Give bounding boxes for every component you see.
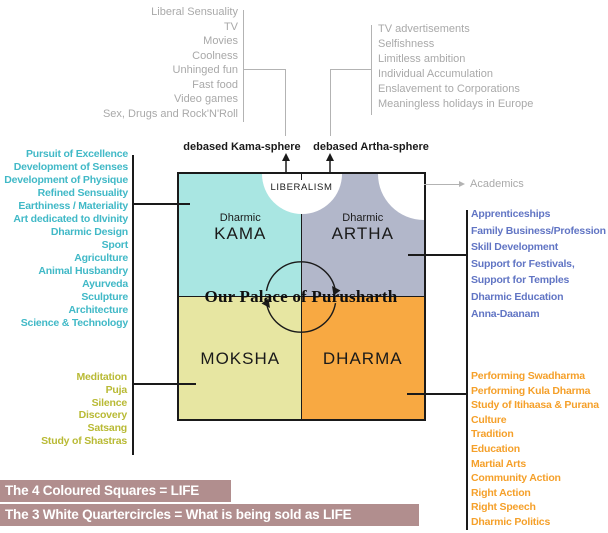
dharma-activity-item: Culture: [471, 413, 507, 426]
kama-connector-line: [132, 203, 190, 205]
dharma-activity-item: Martial Arts: [471, 457, 526, 470]
influence-item: Enslavement to Corporations: [378, 83, 520, 95]
dharma-quadrant-label: DHARMA: [302, 350, 425, 368]
moksha-connector-line: [132, 383, 196, 385]
dharma-connector-line: [407, 393, 467, 395]
liberalism-label: LIBERALISM: [270, 182, 333, 193]
influence-item: Fast food: [192, 78, 238, 91]
dharma-activity-item: Right Speech: [471, 501, 536, 514]
influence-item: Limitless ambition: [378, 53, 466, 65]
quadrant-prefix: Dharmic: [219, 212, 261, 224]
dharma-activity-item: Dharmic Politics: [471, 515, 551, 528]
connector-line: [330, 69, 331, 136]
influence-item: Movies: [203, 35, 238, 47]
influence-item: Unhinged fun: [172, 64, 238, 76]
quadrant-prefix: Dharmic: [342, 212, 384, 224]
debased-artha-sphere-label: debased Artha-sphere: [313, 141, 429, 153]
kama-activity-item: Sport: [101, 239, 129, 251]
kama-activity-item: Dharmic Design: [50, 226, 128, 238]
artha-connector-line: [408, 254, 467, 256]
influence-item: Sex, Drugs and Rock'N'Roll: [102, 107, 238, 120]
artha-activity-item: Family Business/Profession: [471, 224, 606, 237]
quadrant-name: MOKSHA: [200, 349, 281, 368]
legend-squares: The 4 Coloured Squares = LIFE: [0, 480, 231, 502]
artha-quadrant-label: Dharmic ARTHA: [302, 211, 425, 243]
influence-item: Video games: [173, 93, 238, 105]
artha-activity-item: Support for Temples: [471, 274, 570, 287]
kama-activity-item: Animal Husbandry: [38, 265, 128, 277]
kama-activity-item: Development of Physique: [4, 174, 128, 186]
moksha-activity-item: Satsang: [87, 422, 128, 435]
connector-line: [243, 69, 286, 70]
kama-activity-item: Sculpture: [81, 291, 128, 303]
moksha-activity-item: Study of Shastras: [41, 434, 127, 447]
legend-quartercircles: The 3 White Quartercircles = What is bei…: [0, 504, 419, 526]
dharma-activity-item: Performing Kula Dharma: [471, 384, 591, 397]
kama-activity-item: Earthiness / Materiality: [18, 200, 128, 212]
influence-item: TV advertisements: [378, 23, 470, 35]
quadrant-name: KAMA: [214, 224, 267, 243]
connector-line: [243, 10, 244, 122]
artha-activity-item: Anna-Daanam: [471, 307, 540, 320]
kama-activity-item: Agriculture: [74, 252, 128, 264]
palace-square: LIBERALISM Dharmic KAMA Dharmic ARTHA MO…: [177, 172, 426, 421]
quadrant-divider: [300, 174, 303, 180]
dharma-activity-item: Right Action: [471, 486, 531, 499]
influence-item: TV: [223, 20, 238, 33]
kama-activity-item: Science & Technology: [20, 317, 128, 329]
influence-item: Selfishness: [378, 38, 435, 50]
right-connector-line: [466, 210, 468, 530]
kama-activity-item: Architecture: [68, 304, 129, 316]
moksha-quadrant-label: MOKSHA: [179, 350, 302, 368]
moksha-activity-item: Meditation: [76, 371, 128, 383]
kama-activity-item: Development of Senses: [13, 161, 128, 173]
influence-item: Coolness: [192, 49, 238, 62]
kama-quadrant-label: Dharmic KAMA: [179, 211, 302, 243]
influence-item: Liberal Sensuality: [151, 6, 238, 18]
artha-activity-item: Apprenticeships: [471, 208, 551, 220]
right-arrow-icon: [459, 181, 465, 187]
quadrant-dharma: [301, 296, 424, 419]
moksha-activity-item: Silence: [91, 396, 128, 409]
artha-activity-item: Support for Festivals,: [471, 257, 575, 270]
kama-activity-item: Art dedicated to dIvinity: [13, 213, 128, 225]
quadrant-grid: [179, 174, 424, 419]
kama-activity-item: Pursuit of Excellence: [25, 148, 128, 160]
up-arrow-icon: [282, 153, 290, 173]
kama-activity-item: Ayurveda: [82, 278, 128, 290]
academics-line: [413, 184, 460, 185]
connector-line: [330, 69, 372, 70]
up-arrow-icon: [326, 153, 334, 173]
quadrant-divider: [179, 295, 424, 298]
debased-kama-sphere-label: debased Kama-sphere: [183, 141, 301, 153]
moksha-activity-item: Puja: [105, 383, 128, 396]
quadrant-name: ARTHA: [331, 224, 394, 243]
dharma-activity-item: Study of Itihaasa & Purana: [471, 399, 599, 412]
moksha-activity-item: Discovery: [78, 409, 128, 422]
dharma-activity-item: Tradition: [471, 428, 514, 441]
influence-item: Meaningless holidays in Europe: [378, 98, 534, 110]
left-connector-line: [132, 155, 134, 455]
influence-item: Individual Accumulation: [378, 68, 493, 80]
kama-activity-item: Refined Sensuality: [37, 187, 129, 199]
quadrant-moksha: [179, 296, 302, 419]
dharma-activity-item: Community Action: [471, 472, 561, 485]
artha-activity-item: Dharmic Education: [471, 290, 564, 303]
dharma-activity-item: Education: [471, 442, 520, 455]
connector-line: [371, 25, 372, 115]
artha-activity-item: Skill Development: [471, 241, 559, 254]
dharma-activity-item: Performing Swadharma: [471, 370, 585, 382]
palace-title: Our Palace of Purusharth: [204, 287, 398, 306]
connector-line: [285, 69, 286, 136]
academics-label: Academics: [470, 178, 524, 190]
quadrant-name: DHARMA: [322, 349, 403, 368]
